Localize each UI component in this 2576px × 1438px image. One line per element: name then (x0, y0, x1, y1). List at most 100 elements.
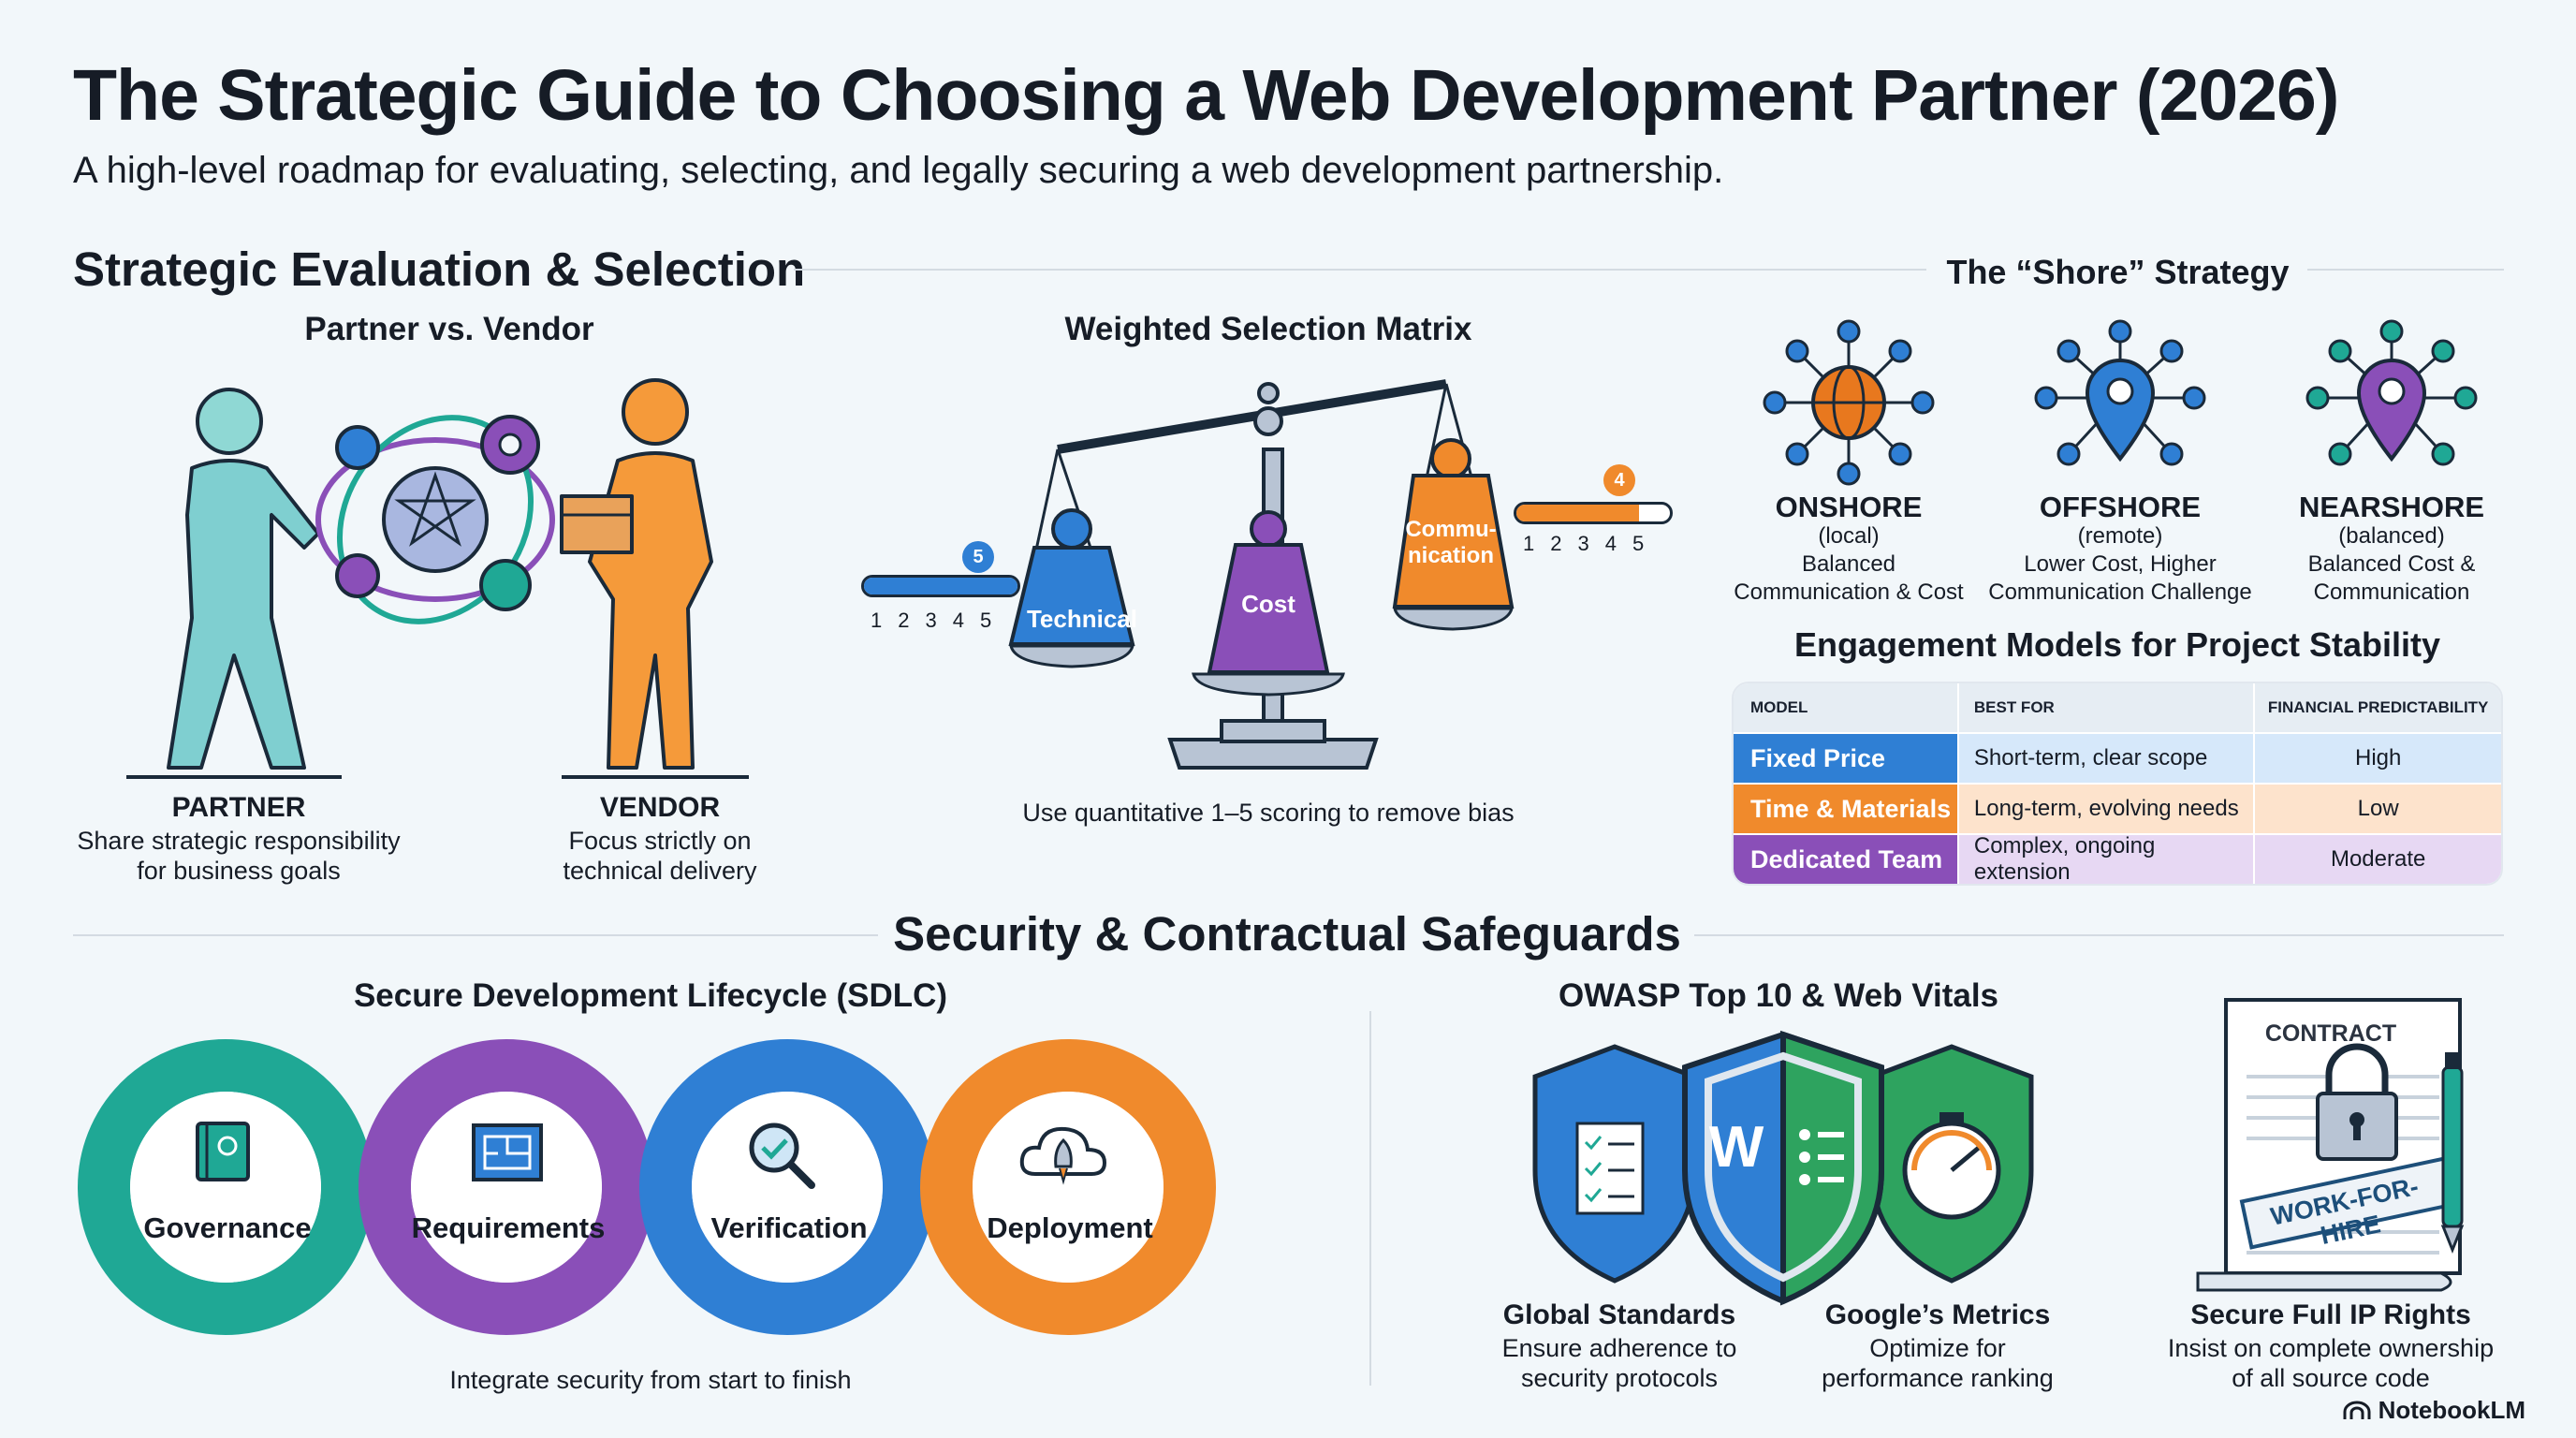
offshore-desc-2: Communication Challenge (1988, 580, 2252, 605)
tick-label: 2 (898, 609, 910, 632)
weight-technical-label: Technical (1026, 605, 1137, 633)
global-standards-desc-1: Ensure adherence to (1501, 1334, 1737, 1362)
engagement-table: MODEL BEST FOR FINANCIAL PREDICTABILITY … (1732, 682, 2503, 886)
model-cell: Fixed Price (1734, 734, 1957, 783)
weight-technical (1008, 508, 1135, 646)
page-subtitle: A high-level roadmap for evaluating, sel… (73, 150, 1724, 191)
tick-label: 2 (1550, 532, 1562, 555)
partner-label: PARTNER (171, 792, 306, 823)
ip-rights-title: Secure Full IP Rights (2190, 1299, 2471, 1330)
sdlc-stage-verification: Verification (710, 1211, 868, 1244)
balance-scale-icon (1008, 379, 1515, 770)
sdlc-caption: Integrate security from start to finish (449, 1366, 852, 1394)
table-row: Dedicated Team Complex, ongoing extensio… (1734, 833, 2501, 884)
nearshore-label: NEARSHORE (2298, 491, 2485, 523)
best-for-cell: Short-term, clear scope (1956, 734, 2254, 783)
vendor-label: VENDOR (599, 792, 721, 823)
blueprint-icon (472, 1123, 543, 1181)
predictability-cell: High (2253, 734, 2501, 783)
tick-label: 1 (1523, 532, 1535, 555)
section-evaluation-title: Strategic Evaluation & Selection (73, 242, 806, 296)
header-model: MODEL (1750, 698, 1808, 716)
global-standards-title: Global Standards (1502, 1299, 1736, 1330)
shield-w-letter: W (1708, 1115, 1764, 1180)
offshore-qual: (remote) (2077, 523, 2163, 549)
sdlc-stage-governance: Governance (143, 1211, 312, 1244)
model-cell: Dedicated Team (1734, 835, 1957, 884)
weight-comm-label-1: Commu- (1405, 517, 1497, 542)
partner-vendor-illustration (126, 378, 749, 779)
section-security-title: Security & Contractual Safeguards (893, 907, 1681, 961)
weight-comm-label-2: nication (1407, 543, 1494, 568)
google-metrics-desc-2: performance ranking (1822, 1364, 2054, 1392)
section-divider (1694, 934, 2504, 936)
contract-document-icon (2196, 998, 2462, 1292)
brand-name: NotebookLM (2378, 1396, 2525, 1424)
nearshore-network-icon (2305, 319, 2478, 466)
sdlc-stage-requirements: Requirements (411, 1211, 606, 1244)
score-ticks-communication: 1 2 3 4 5 (1523, 532, 1644, 556)
shore-title: The “Shore” Strategy (1946, 253, 2290, 291)
sdlc-title: Secure Development Lifecycle (SDLC) (353, 977, 948, 1014)
score-ticks-technical: 1 2 3 4 5 (871, 609, 991, 633)
shields-icon (1532, 1030, 2034, 1306)
predictability-cell: Low (2253, 785, 2501, 833)
contract-heading: CONTRACT (2264, 1020, 2397, 1047)
sdlc-rings (78, 1039, 1216, 1335)
partner-desc-2: for business goals (137, 857, 341, 885)
weight-cost (1207, 510, 1330, 674)
header-best-for: BEST FOR (1956, 683, 2253, 732)
offshore-desc-1: Lower Cost, Higher (2024, 551, 2217, 577)
owasp-title: OWASP Top 10 & Web Vitals (1558, 977, 1999, 1014)
header-predictability: FINANCIAL PREDICTABILITY (2253, 683, 2501, 732)
tick-label: 5 (1632, 532, 1645, 555)
page-title: The Strategic Guide to Choosing a Web De… (73, 55, 2339, 136)
global-standards-desc-2: security protocols (1520, 1364, 1719, 1392)
notebooklm-icon (2343, 1401, 2371, 1419)
gears-icon (315, 415, 555, 624)
sdlc-stage-deployment: Deployment (987, 1211, 1153, 1244)
weight-cost-label: Cost (1241, 590, 1295, 618)
cloud-rocket-icon (1019, 1126, 1107, 1185)
model-cell: Time & Materials (1734, 785, 1957, 833)
tick-label: 4 (952, 609, 964, 632)
table-row: Fixed Price Short-term, clear scope High (1734, 732, 2501, 783)
google-metrics-desc-1: Optimize for (1869, 1334, 2006, 1362)
onshore-desc-2: Communication & Cost (1734, 580, 1964, 605)
onshore-desc-1: Balanced (1801, 551, 1896, 577)
tick-label: 4 (1604, 532, 1617, 555)
nearshore-qual: (balanced) (2338, 523, 2445, 549)
tick-label: 5 (980, 609, 992, 632)
google-metrics-title: Google’s Metrics (1824, 1299, 2051, 1330)
matrix-title: Weighted Selection Matrix (1064, 311, 1472, 347)
ip-rights-desc-2: of all source code (2232, 1364, 2430, 1392)
tick-label: 3 (1577, 532, 1589, 555)
best-for-cell: Long-term, evolving needs (1956, 785, 2254, 833)
partner-desc-1: Share strategic responsibility (77, 827, 401, 855)
onshore-qual: (local) (1818, 523, 1880, 549)
best-for-cell: Complex, ongoing extension (1956, 833, 2254, 884)
predictability-cell: Moderate (2253, 835, 2501, 884)
vendor-figure (560, 378, 713, 770)
score-slider-technical (861, 575, 1020, 597)
shore-divider-left (1730, 269, 1926, 271)
shore-divider-right (2307, 269, 2504, 271)
brand-logo: NotebookLM (2343, 1396, 2525, 1425)
location-network-icon (2034, 319, 2206, 466)
score-badge-communication: 4 (1603, 464, 1635, 496)
partner-figure (167, 388, 320, 770)
table-header-row: MODEL BEST FOR FINANCIAL PREDICTABILITY (1734, 683, 2501, 732)
tick-label: 3 (925, 609, 937, 632)
vendor-desc-1: Focus strictly on (568, 827, 752, 855)
vertical-divider (1369, 1011, 1371, 1386)
globe-network-icon (1763, 319, 1935, 486)
tick-label: 1 (871, 609, 883, 632)
pen-icon (2440, 1052, 2465, 1255)
ip-rights-desc-1: Insist on complete ownership (2167, 1334, 2495, 1362)
partner-vendor-title: Partner vs. Vendor (304, 311, 594, 347)
section-divider (73, 934, 878, 936)
table-row: Time & Materials Long-term, evolving nee… (1734, 783, 2501, 833)
engagement-title: Engagement Models for Project Stability (1793, 625, 2441, 664)
matrix-caption: Use quantitative 1–5 scoring to remove b… (1022, 799, 1515, 827)
vendor-desc-2: technical delivery (563, 857, 757, 885)
